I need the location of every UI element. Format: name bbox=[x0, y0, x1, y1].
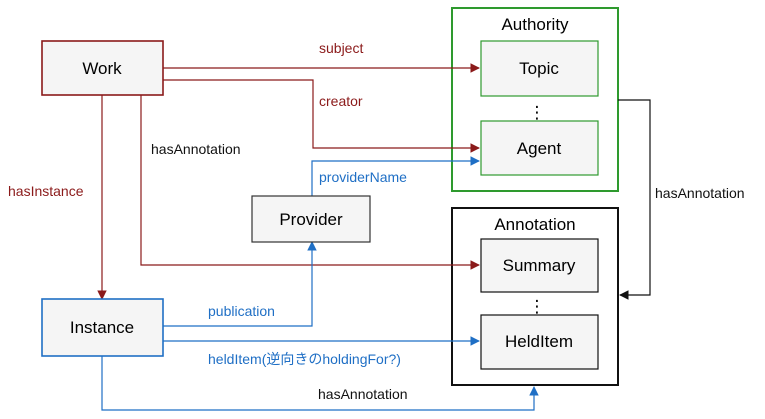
edge-label-work-hasannotation: hasAnnotation bbox=[151, 141, 241, 157]
edge-label-helditem: heldItem(逆向きのholdingFor?) bbox=[208, 351, 401, 367]
node-helditem: HeldItem bbox=[480, 314, 599, 370]
edge-label-subject: subject bbox=[319, 40, 363, 56]
edge-instance-hasannotation: hasAnnotation bbox=[101, 356, 539, 411]
node-label-topic: Topic bbox=[519, 59, 559, 78]
edge-label-hasinstance: hasInstance bbox=[8, 183, 84, 199]
node-work: Work bbox=[41, 40, 164, 96]
annotation-ellipsis: ⋮ bbox=[529, 297, 546, 316]
authority-ellipsis: ⋮ bbox=[529, 103, 546, 122]
node-summary: Summary bbox=[480, 238, 599, 293]
node-label-provider: Provider bbox=[279, 210, 343, 229]
edge-label-creator: creator bbox=[319, 93, 363, 109]
node-instance: Instance bbox=[41, 298, 164, 357]
node-agent: Agent bbox=[480, 120, 599, 176]
node-label-work: Work bbox=[82, 59, 122, 78]
edge-providername: providerName bbox=[311, 156, 480, 196]
node-provider: Provider bbox=[251, 195, 371, 243]
edge-label-authority-hasannotation: hasAnnotation bbox=[655, 185, 745, 201]
edge-hasinstance: hasInstance bbox=[8, 95, 107, 300]
annotation-group-title: Annotation bbox=[494, 215, 575, 234]
edge-label-providername: providerName bbox=[319, 169, 407, 185]
authority-group-title: Authority bbox=[501, 15, 569, 34]
node-label-agent: Agent bbox=[517, 139, 562, 158]
edge-subject: subject bbox=[163, 40, 480, 73]
node-label-instance: Instance bbox=[70, 318, 134, 337]
edge-helditem: heldItem(逆向きのholdingFor?) bbox=[163, 336, 480, 367]
node-label-helditem: HeldItem bbox=[505, 332, 573, 351]
edge-work-hasannotation: hasAnnotation bbox=[140, 95, 480, 270]
node-topic: Topic bbox=[480, 40, 599, 97]
edge-publication: publication bbox=[163, 241, 317, 327]
edge-label-publication: publication bbox=[208, 303, 275, 319]
edge-label-instance-hasannotation: hasAnnotation bbox=[318, 386, 408, 402]
edge-creator: creator bbox=[163, 79, 480, 153]
edge-authority-hasannotation: hasAnnotation bbox=[618, 99, 745, 300]
node-label-summary: Summary bbox=[503, 256, 576, 275]
